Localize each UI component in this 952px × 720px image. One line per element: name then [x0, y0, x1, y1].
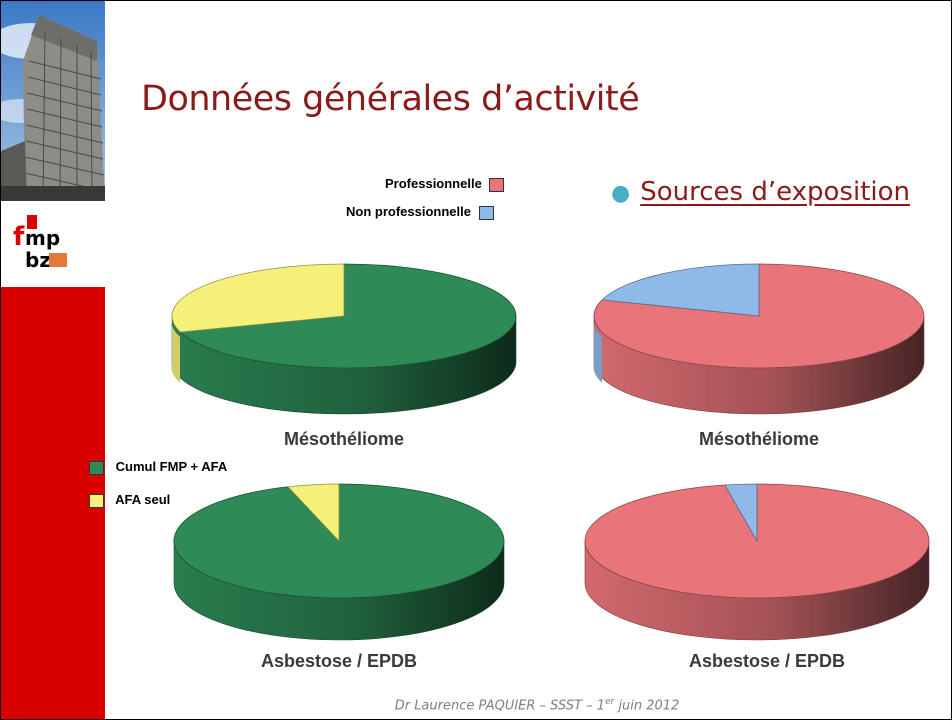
legend-swatch-afa [89, 493, 104, 508]
footer: Dr Laurence PAQUIER – SSST – 1er juin 20… [395, 697, 680, 713]
building-photo [1, 1, 105, 201]
pie-slice-afa [171, 263, 345, 333]
pie-slice-non-professional-rim [593, 316, 602, 383]
bullet-item: ● Sources d’exposition [611, 177, 910, 207]
legend-item-afa: AFA seul [89, 492, 170, 508]
footer-tail: juin 2012 [614, 698, 680, 714]
footer-sup: er [604, 697, 615, 707]
legend-swatch-professional [489, 177, 505, 192]
svg-text:bz: bz [25, 248, 51, 272]
footer-text: Dr Laurence PAQUIER – SSST – 1 [394, 698, 605, 714]
bullet-dot-icon: ● [611, 181, 631, 206]
legend-swatch-non-professional [478, 205, 494, 220]
svg-text:mp: mp [25, 226, 60, 250]
pie-slice-non-professional [601, 263, 760, 317]
chart-title-mesothelioma-exposure: Mésothéliome [698, 429, 820, 449]
legend-swatch-cumul [89, 460, 104, 475]
legend-item-non-professional: Non professionnelle [346, 204, 494, 220]
pie-slice-non-professional [724, 483, 758, 543]
pie-slice-afa [287, 483, 340, 543]
legend-label: Non professionnelle [346, 204, 471, 219]
legend-item-cumul: Cumul FMP + AFA [89, 459, 227, 475]
legend-item-professional: Professionnelle [385, 176, 505, 192]
svg-text:f: f [13, 222, 25, 252]
legend-label: AFA seul [115, 492, 171, 507]
pie-slice-afa-rim [171, 316, 180, 383]
legend-label: Professionnelle [385, 176, 482, 191]
fmp-bz-logo: f mp bz [13, 213, 71, 273]
pie-slice-professional [593, 263, 925, 369]
bullet-text: Sources d’exposition [640, 177, 910, 207]
slide-title: Données générales d’activité [141, 79, 640, 119]
chart-title-mesothelioma-source: Mésothéliome [283, 429, 405, 449]
legend-label: Cumul FMP + AFA [115, 459, 228, 474]
pie-slice-cumul [179, 263, 517, 369]
chart-title-asbestose-source: Asbestose / EPDB [260, 651, 418, 671]
chart-title-asbestose-exposure: Asbestose / EPDB [688, 651, 846, 671]
